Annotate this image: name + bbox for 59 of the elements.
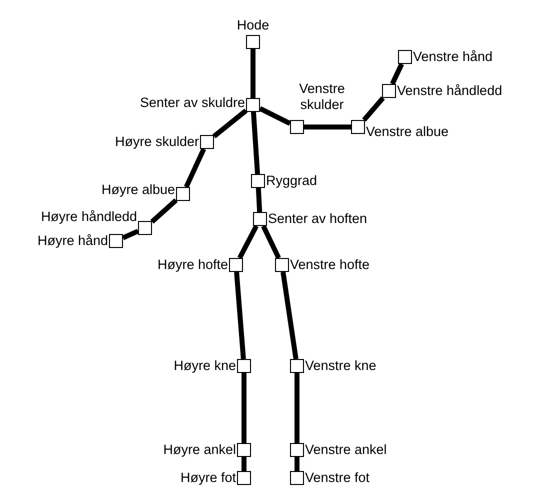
joint-marker [237, 443, 251, 457]
joint-marker [290, 443, 304, 457]
bone-line [390, 62, 404, 86]
joint-label: Venstre hofte [290, 257, 370, 273]
joint-label: Høyre hofte [157, 257, 228, 273]
bone-line [150, 198, 178, 224]
joint-label: Ryggrad [266, 173, 318, 189]
joint-label: Høyre fot [180, 470, 236, 486]
joint-marker [351, 120, 365, 134]
joint-marker [237, 359, 251, 373]
bone-line [304, 124, 351, 130]
joint-label: Venstre kne [305, 358, 376, 374]
joint-marker [176, 187, 190, 201]
joint-marker [382, 84, 396, 98]
joint-label: Høyre skulder [114, 134, 199, 150]
joint-label: Senter av skuldre [140, 95, 245, 111]
bone-line [294, 457, 300, 471]
bone-line [237, 224, 259, 260]
joint-label: Høyre albue [101, 182, 175, 198]
bone-line [122, 228, 140, 240]
joint-marker [109, 234, 123, 248]
bone-line [261, 224, 281, 260]
joint-marker [290, 359, 304, 373]
bone-line [242, 373, 246, 443]
joint-label: Venstre hånd [413, 49, 493, 65]
bone-line [242, 457, 246, 471]
joint-marker [246, 35, 260, 49]
joint-label: Venstre fot [305, 470, 370, 486]
joint-marker [290, 471, 304, 485]
joint-label: Høyre ankel [163, 442, 236, 458]
joint-label: Venstre albue [366, 124, 449, 140]
bone-line [184, 148, 206, 188]
bone-line [280, 272, 298, 360]
joint-marker [253, 212, 267, 226]
joint-marker [200, 135, 214, 149]
joint-label: Venstre håndledd [397, 83, 502, 99]
joint-marker [246, 98, 260, 112]
bone-line [362, 96, 385, 122]
bone-line [234, 272, 246, 360]
joint-marker [138, 221, 152, 235]
joint-marker [251, 174, 265, 188]
joint-label: Venstre ankel [305, 442, 387, 458]
joint-marker [229, 258, 243, 272]
bone-line [258, 106, 292, 126]
bone-line [250, 49, 256, 98]
joint-label: Høyre håndledd [40, 209, 137, 225]
joint-label: Høyre hånd [37, 233, 108, 249]
joint-marker [237, 471, 251, 485]
bone-line [212, 108, 248, 138]
bone-line [250, 112, 260, 174]
bone-line [256, 188, 262, 212]
joint-marker [290, 120, 304, 134]
joint-marker [398, 50, 412, 64]
joint-label: Venstre skulder [298, 80, 346, 112]
joint-label: Senter av hoften [268, 211, 368, 227]
joint-label: Høyre kne [174, 358, 236, 374]
joint-marker [275, 258, 289, 272]
bone-line [294, 373, 300, 443]
joint-label: Hode [236, 17, 270, 33]
